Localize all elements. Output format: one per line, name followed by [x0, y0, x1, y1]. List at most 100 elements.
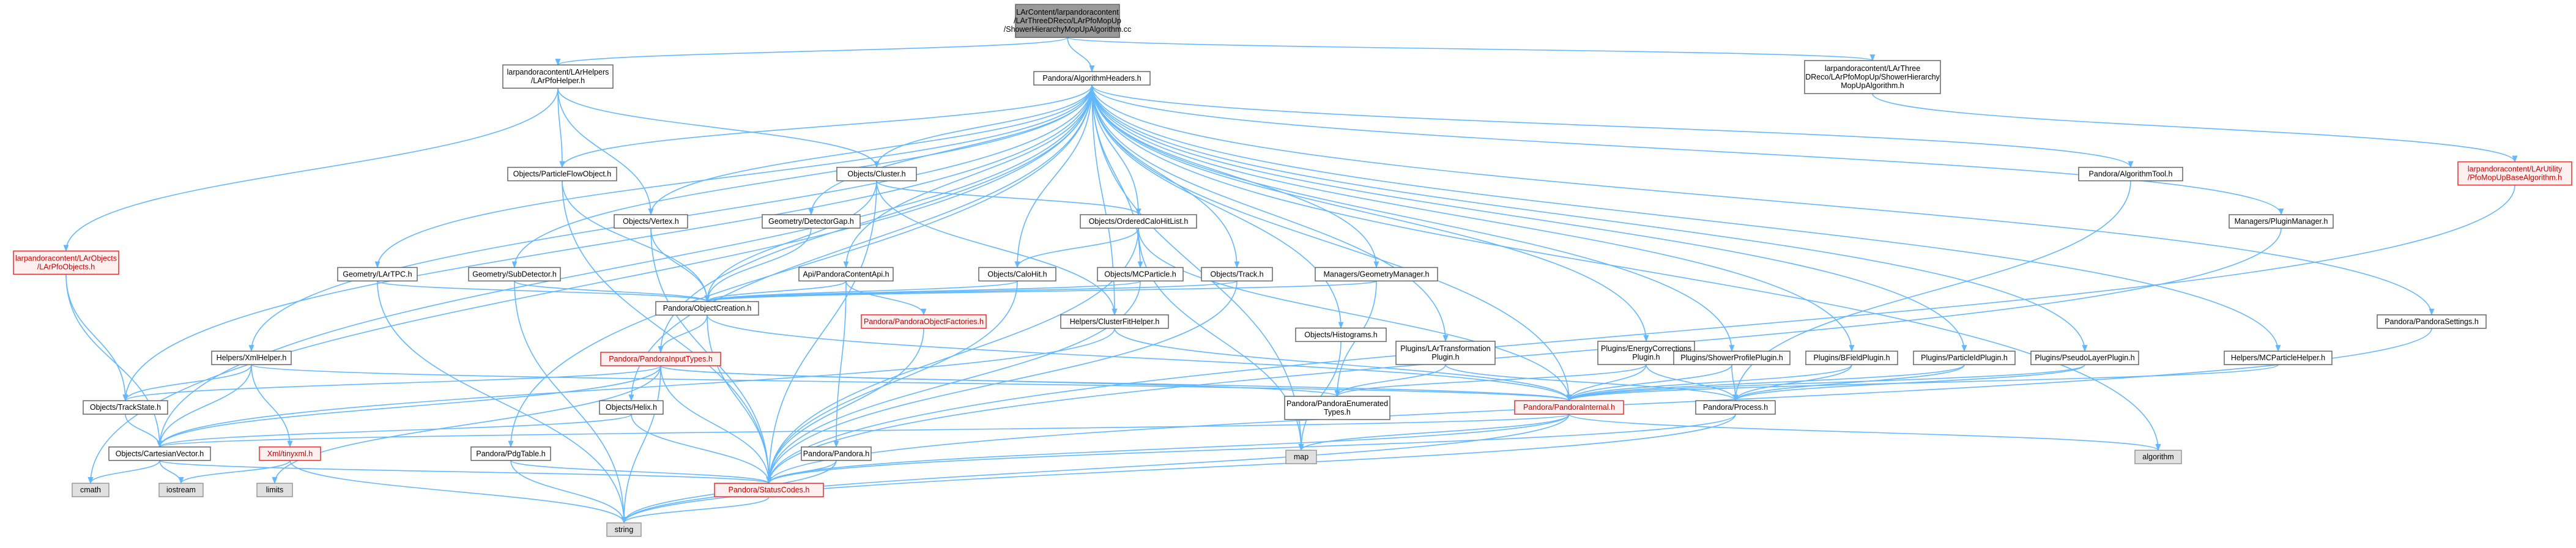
- node-geomgap[interactable]: Geometry/DetectorGap.h: [762, 214, 861, 229]
- edge-showeralg-to-pfomopupbase: [1872, 93, 2518, 163]
- node-pfohelper[interactable]: larpandoracontent/LArHelpers/LArPfoHelpe…: [502, 64, 614, 89]
- node-box: [1913, 350, 2016, 365]
- node-objcreation[interactable]: Pandora/ObjectCreation.h: [655, 301, 759, 316]
- edge-alghdrs-to-orderedcalo: [1091, 84, 1141, 216]
- edge-alghdrs-to-algtool: [1091, 84, 2134, 168]
- node-label: Pandora/AlgorithmTool.h: [2089, 170, 2173, 179]
- node-box: [337, 267, 418, 282]
- edge-pdgtable-to-string: [510, 460, 627, 524]
- node-lartpc[interactable]: Geometry/LArTPC.h: [337, 267, 418, 282]
- edge-pfohelper-to-pfo: [557, 88, 565, 168]
- node-mcparthelper[interactable]: Helpers/MCParticleHelper.h: [2224, 350, 2333, 365]
- edges-layer: [63, 37, 2518, 524]
- node-box: [2457, 161, 2572, 186]
- node-box: [259, 446, 321, 461]
- node-pluginmgr[interactable]: Managers/PluginManager.h: [2229, 214, 2334, 229]
- node-trackstate[interactable]: Objects/TrackState.h: [83, 400, 168, 415]
- node-statuscodes[interactable]: Pandora/StatusCodes.h: [714, 483, 824, 497]
- node-showerprofile[interactable]: Plugins/ShowerProfilePlugin.h: [1673, 350, 1791, 365]
- node-pfo[interactable]: Objects/ParticleFlowObject.h: [507, 166, 617, 182]
- node-label: Geometry/DetectorGap.h: [768, 217, 854, 226]
- node-box: [655, 301, 759, 316]
- node-box: [1695, 400, 1776, 415]
- edge-tinyxml-to-string: [289, 460, 627, 524]
- edge-pandorainternal-to-string: [621, 414, 1570, 524]
- node-box: [2134, 450, 2182, 464]
- edge-xmlhelper-to-cartesian: [157, 365, 252, 448]
- node-vertex[interactable]: Objects/Vertex.h: [614, 214, 688, 229]
- node-box: [108, 446, 211, 461]
- node-pfoobjects[interactable]: larpandoracontent/LArObjects/LArPfoObjec…: [13, 250, 119, 275]
- node-pandora[interactable]: Pandora/Pandora.h: [801, 446, 872, 461]
- node-tinyxml[interactable]: Xml/tinyxml.h: [259, 446, 321, 461]
- node-subdet[interactable]: Geometry/SubDetector.h: [468, 267, 561, 282]
- node-box: [1315, 267, 1438, 282]
- edge-xmlhelper-to-trackstate: [122, 364, 252, 402]
- edge-track-to-objcreation: [705, 280, 1238, 303]
- node-cluster[interactable]: Objects/Cluster.h: [836, 166, 917, 182]
- node-process[interactable]: Pandora/Process.h: [1695, 400, 1776, 415]
- node-clusterfit[interactable]: Helpers/ClusterFitHelper.h: [1060, 314, 1169, 329]
- edge-pfo-to-objcreation: [562, 180, 710, 303]
- node-cartesian[interactable]: Objects/CartesianVector.h: [108, 446, 211, 461]
- node-mcparticle[interactable]: Objects/MCParticle.h: [1097, 267, 1184, 282]
- node-calohit[interactable]: Objects/CaloHit.h: [978, 267, 1056, 282]
- edge-xmlhelper-to-tinyxml: [251, 365, 293, 448]
- edge-root-to-showeralg: [1067, 37, 1875, 62]
- node-string: string: [606, 522, 642, 537]
- node-box: [13, 250, 119, 275]
- node-box: [211, 350, 292, 365]
- edge-energycorr-to-enumtypes: [1334, 364, 1647, 398]
- node-particleid[interactable]: Plugins/ParticleIdPlugin.h: [1913, 350, 2016, 365]
- edge-alghdrs-to-pdgtable: [508, 84, 1093, 448]
- node-alghdrs[interactable]: Pandora/AlgorithmHeaders.h: [1033, 71, 1151, 86]
- edge-pandoraapi-to-objfactories: [845, 281, 927, 316]
- edge-track-to-statuscodes: [766, 281, 1238, 484]
- node-helix[interactable]: Objects/Helix.h: [599, 400, 664, 415]
- edge-process-to-string: [621, 414, 1736, 524]
- edge-objcreation-to-statuscodes: [707, 315, 772, 484]
- edge-algtool-to-process: [1732, 180, 2131, 402]
- node-geommgr[interactable]: Managers/GeometryManager.h: [1315, 267, 1438, 282]
- node-label: Plugins/ParticleIdPlugin.h: [1921, 354, 2008, 362]
- node-box: [614, 214, 688, 229]
- node-histograms[interactable]: Objects/Histograms.h: [1295, 327, 1387, 342]
- node-box: [158, 483, 204, 497]
- node-pseudolayer[interactable]: Plugins/PseudoLayerPlugin.h: [2030, 350, 2139, 365]
- node-label: Geometry/LArTPC.h: [343, 270, 412, 278]
- node-inputtypes[interactable]: Pandora/PandoraInputTypes.h: [600, 352, 721, 366]
- node-xmlhelper[interactable]: Helpers/XmlHelper.h: [211, 350, 292, 365]
- node-pdgtable[interactable]: Pandora/PdgTable.h: [470, 446, 551, 461]
- node-label: Plugins/PseudoLayerPlugin.h: [2035, 354, 2134, 362]
- node-label: larpandoracontent/LArHelpers: [507, 68, 609, 76]
- edge-pfoobjects-to-cartesian: [65, 274, 163, 448]
- node-bfield[interactable]: Plugins/BFieldPlugin.h: [1805, 350, 1898, 365]
- node-showeralg[interactable]: larpandoracontent/LArThreeDReco/LArPfoMo…: [1804, 60, 1941, 94]
- edge-energycorr-to-process: [1646, 364, 1739, 402]
- node-pandorainternal[interactable]: Pandora/PandoraInternal.h: [1514, 400, 1624, 415]
- node-pfomopupbase[interactable]: larpandoracontent/LArUtility/PfoMopUpBas…: [2457, 161, 2572, 186]
- node-algtool[interactable]: Pandora/AlgorithmTool.h: [2078, 166, 2183, 182]
- node-box: [468, 267, 561, 282]
- edge-alghdrs-to-energycorr: [1091, 84, 1649, 342]
- node-orderedcalo[interactable]: Objects/OrderedCaloHitList.h: [1080, 214, 1197, 229]
- node-objfactories[interactable]: Pandora/PandoraObjectFactories.h: [861, 314, 987, 329]
- node-label: /LArThreeDReco/LArPfoMopUp: [1014, 17, 1121, 25]
- edge-pandoraapi-to-objcreation: [704, 280, 847, 303]
- node-algorithm: algorithm: [2134, 450, 2182, 464]
- node-root[interactable]: LArContent/larpandoracontent/LArThreeDRe…: [1004, 4, 1131, 38]
- node-box: [801, 446, 872, 461]
- node-track[interactable]: Objects/Track.h: [1201, 267, 1273, 282]
- edge-helix-to-statuscodes: [631, 414, 772, 484]
- edge-pluginmgr-to-statuscodes: [766, 228, 2282, 484]
- node-pandoraapi[interactable]: Api/PandoraContentApi.h: [798, 267, 894, 282]
- node-label: Api/PandoraContentApi.h: [803, 270, 889, 278]
- edge-alghdrs-to-settings: [1091, 84, 2435, 316]
- node-box: [599, 400, 664, 415]
- node-limits: limits: [256, 483, 293, 497]
- node-box: [1284, 396, 1390, 420]
- node-settings[interactable]: Pandora/PandoraSettings.h: [2377, 314, 2487, 329]
